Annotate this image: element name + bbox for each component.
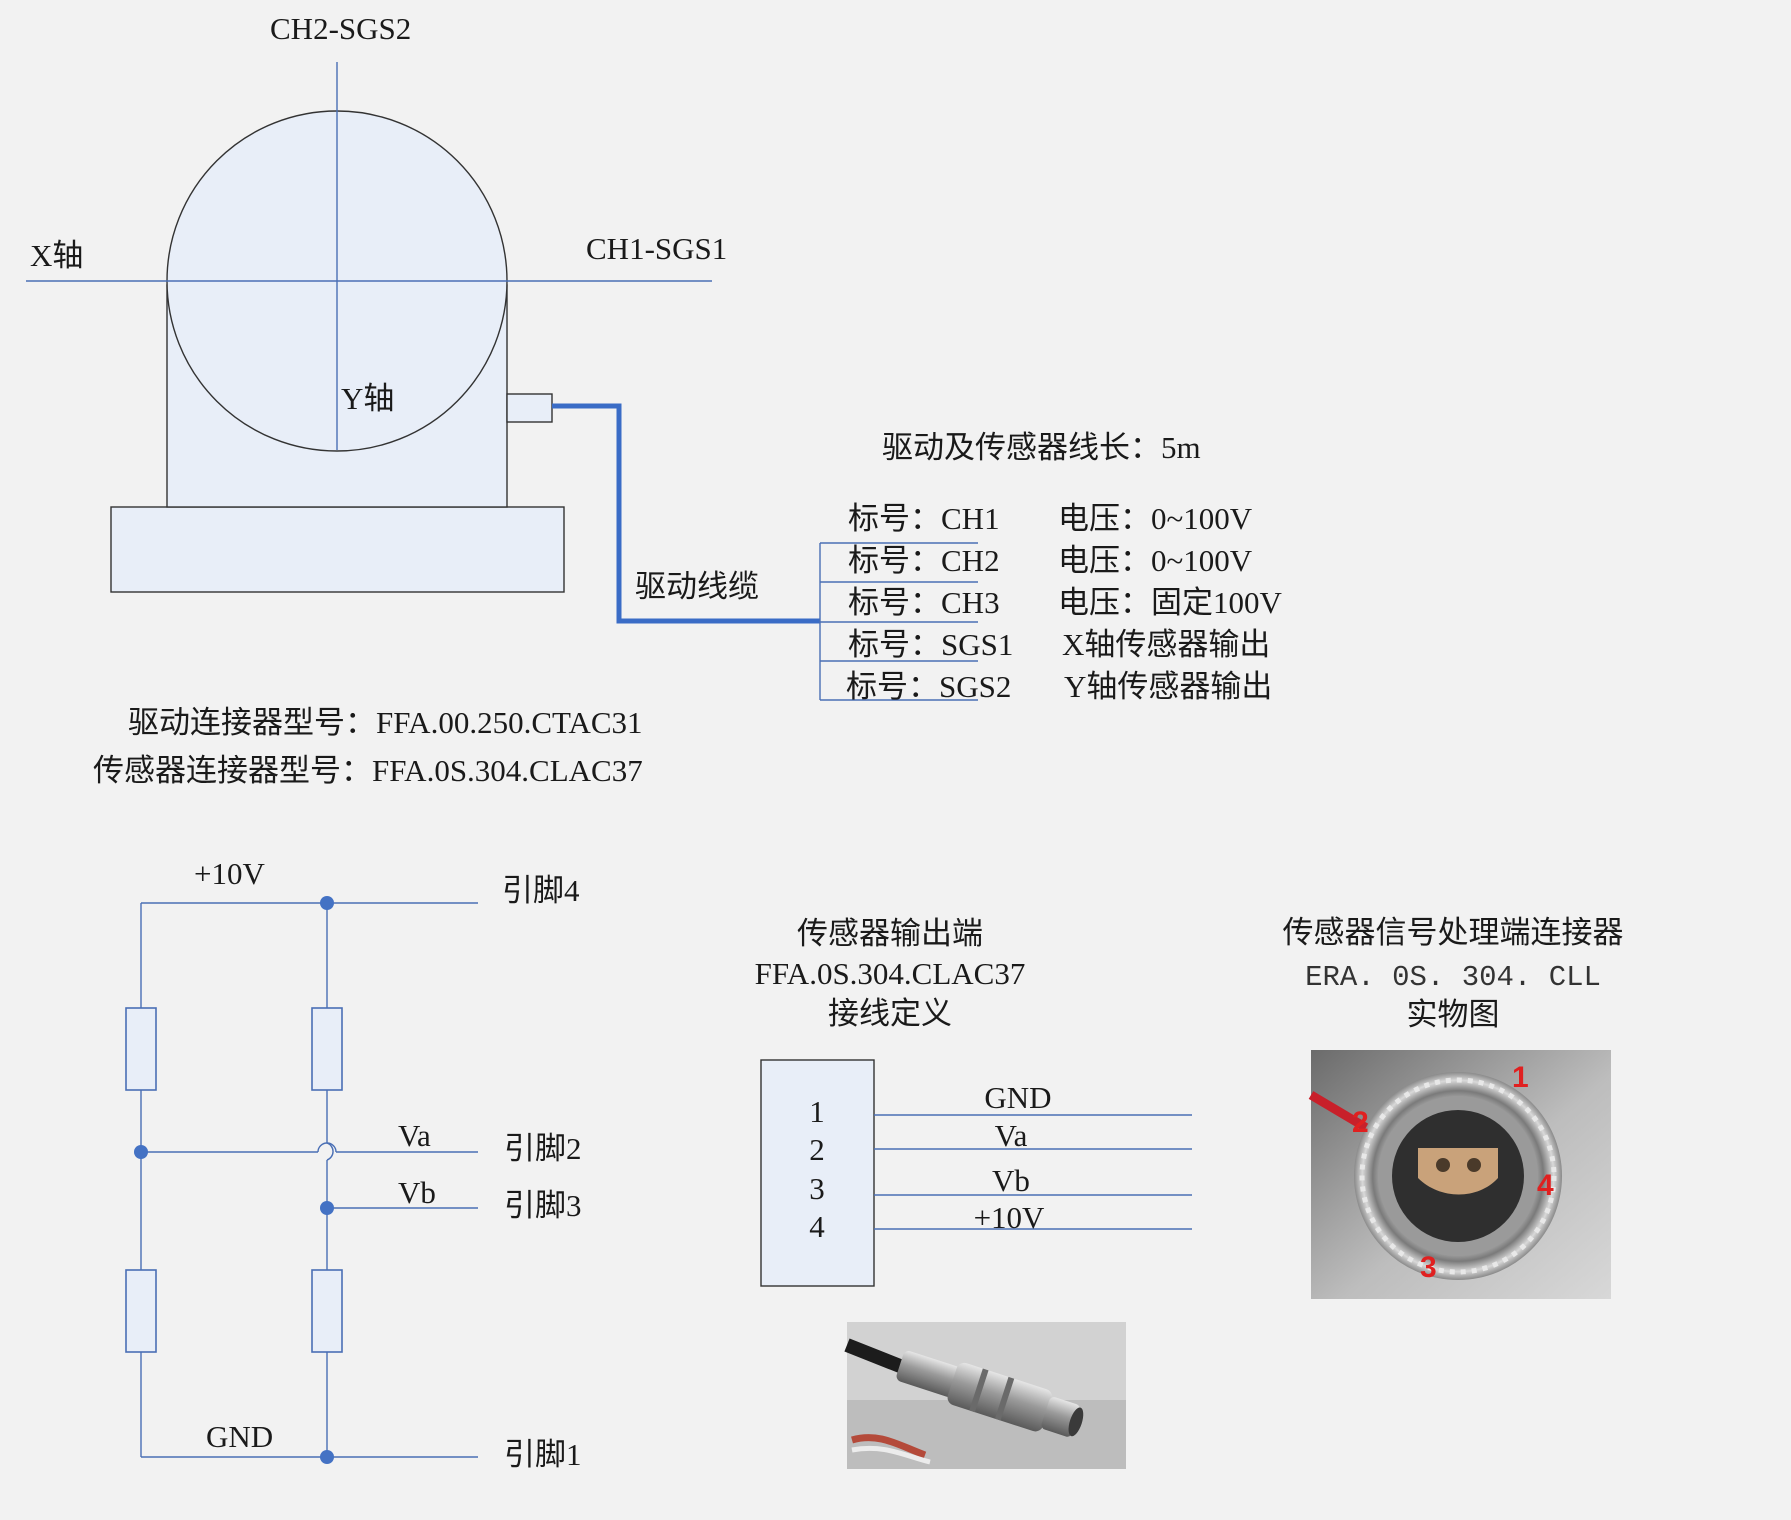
- receptacle-title: 传感器信号处理端连接器: [1283, 915, 1624, 950]
- sensor-output-pinout: 传感器输出端 FFA.0S.304.CLAC37 接线定义 1 2 3 4 GN…: [755, 916, 1192, 1287]
- drive-cable-label: 驱动线缆: [635, 569, 759, 604]
- connector-models: 驱动连接器型号：FFA.00.250.CTAC31 传感器连接器型号：FFA.0…: [93, 705, 643, 788]
- pin-number-3: 3: [809, 1171, 825, 1206]
- node-vb: [320, 1201, 334, 1215]
- plug-cable-red: [851, 1434, 927, 1459]
- receptacle-pin-socket-a: [1436, 1158, 1450, 1172]
- receptacle-pin-socket-b: [1467, 1158, 1481, 1172]
- pin3-label: 引脚3: [504, 1188, 582, 1223]
- receptacle-red-wire: [1308, 1091, 1373, 1134]
- plug-sleeve: [947, 1362, 1053, 1432]
- y-axis-label: Y轴: [341, 381, 394, 416]
- plug-body: [896, 1351, 1084, 1437]
- cable-tag-3: 标号：CH3: [848, 585, 1000, 620]
- pin-number-1: 1: [809, 1094, 825, 1129]
- receptacle-pin-mark-1: 1: [1512, 1061, 1529, 1094]
- plug-photo: [844, 1322, 1126, 1469]
- plug-groove-1: [969, 1368, 989, 1413]
- resistor-left-top: [125, 1007, 157, 1091]
- pin1-label: 引脚1: [504, 1437, 582, 1472]
- receptacle-section: 传感器信号处理端连接器 ERA. 0S. 304. CLL 实物图 1 2 3 …: [1283, 915, 1624, 1299]
- cable-tag-2: 标号：CH2: [848, 543, 1000, 578]
- pin-signal-1: GND: [984, 1080, 1051, 1115]
- receptacle-pin-mark-3: 3: [1420, 1251, 1437, 1284]
- pin-signal-2: Va: [995, 1118, 1028, 1153]
- pin-signal-4: +10V: [974, 1200, 1045, 1235]
- plug-strain-relief: [896, 1351, 961, 1397]
- node-gnd: [320, 1450, 334, 1464]
- plug-cable-white: [851, 1445, 931, 1465]
- device-drawing: CH2-SGS2 CH1-SGS1 X轴 Y轴 驱动线缆: [26, 11, 820, 624]
- receptacle-pin-mark-4: 4: [1537, 1169, 1554, 1202]
- pinout-connector-box: [760, 1059, 875, 1287]
- plug-groove-2: [994, 1376, 1015, 1421]
- receptacle-knurl-ring: [1359, 1077, 1557, 1275]
- vb-label: Vb: [398, 1175, 436, 1210]
- resistor-right-bottom: [311, 1269, 343, 1353]
- node-va: [134, 1145, 148, 1159]
- sensor-output-title: 传感器输出端: [797, 916, 983, 951]
- va-label: Va: [398, 1118, 431, 1153]
- top-axis-label: CH2-SGS2: [270, 11, 411, 46]
- device-cable-port: [506, 393, 553, 423]
- pin4-label: 引脚4: [502, 873, 580, 908]
- pin-number-4: 4: [809, 1209, 825, 1244]
- cable-desc-3: 电压：固定100V: [1058, 585, 1282, 620]
- x-axis-label: X轴: [30, 238, 83, 273]
- sensor-output-part-number: FFA.0S.304.CLAC37: [755, 956, 1026, 991]
- bridge-circuit: +10V 引脚4 Va 引脚2 Vb 引脚3 GND 引脚1: [125, 856, 582, 1472]
- pin2-label: 引脚2: [504, 1131, 582, 1166]
- drive-cable: [552, 403, 820, 624]
- cable-desc-2: 电压：0~100V: [1058, 543, 1253, 578]
- cable-length-label: 驱动及传感器线长：5m: [882, 430, 1201, 465]
- cable-tag-1: 标号：CH1: [848, 501, 1000, 536]
- wire-crossover-hop: [326, 1142, 334, 1161]
- resistor-right-top: [311, 1007, 343, 1091]
- sensor-output-subtitle: 接线定义: [828, 996, 952, 1031]
- pin-signal-3: Vb: [992, 1163, 1030, 1198]
- supply-voltage-label: +10V: [194, 856, 265, 891]
- right-axis-label: CH1-SGS1: [586, 231, 727, 266]
- plug-cable-black: [844, 1338, 908, 1375]
- device-base-plate: [110, 506, 565, 593]
- cable-tag-5: 标号：SGS2: [846, 669, 1011, 704]
- resistor-left-bottom: [125, 1269, 157, 1353]
- node-supply: [320, 896, 334, 910]
- cable-desc-1: 电压：0~100V: [1058, 501, 1253, 536]
- receptacle-part-number: ERA. 0S. 304. CLL: [1305, 961, 1601, 994]
- gnd-label: GND: [206, 1419, 273, 1454]
- cable-info: 驱动及传感器线长：5m 标号：CH1 电压：0~100V 标号：CH2 电压：0…: [819, 430, 1282, 704]
- receptacle-pin-mark-2: 2: [1352, 1106, 1369, 1139]
- plug-tip-opening: [1068, 1407, 1084, 1437]
- cable-tag-4: 标号：SGS1: [848, 627, 1013, 662]
- pin-number-2: 2: [809, 1132, 825, 1167]
- receptacle-subtitle: 实物图: [1407, 997, 1500, 1032]
- cable-desc-5: Y轴传感器输出: [1064, 669, 1272, 704]
- cable-desc-4: X轴传感器输出: [1062, 627, 1270, 662]
- sensor-connector-model: 传感器连接器型号：FFA.0S.304.CLAC37: [93, 753, 643, 788]
- drive-connector-model: 驱动连接器型号：FFA.00.250.CTAC31: [128, 705, 643, 740]
- va-wire-hop: [317, 1142, 337, 1153]
